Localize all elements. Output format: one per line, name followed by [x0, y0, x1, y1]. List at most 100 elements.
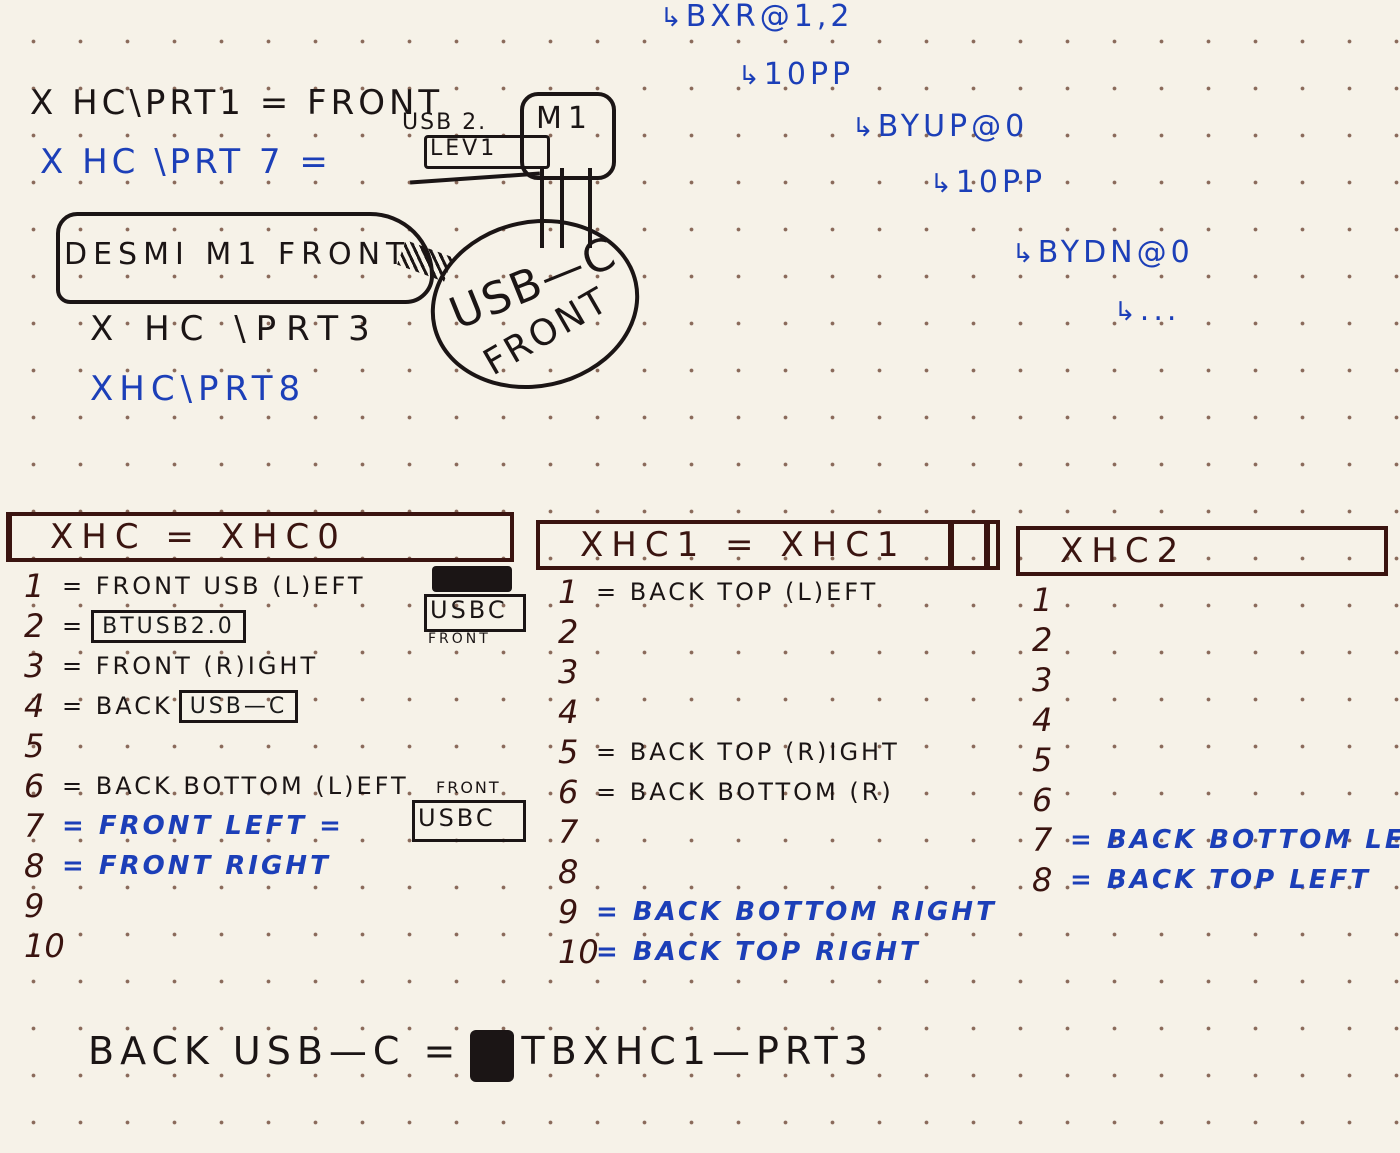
m1-arrow: [410, 171, 540, 185]
port-number: 2: [24, 607, 45, 645]
path-step: ↳BYUP@0: [852, 109, 1029, 144]
port-row: 4: [1032, 700, 1400, 740]
arrow-icon: ↳: [852, 113, 874, 143]
port-description: = BACK: [62, 692, 173, 720]
port-description: = FRONT LEFT =: [62, 811, 344, 841]
port-row: 10: [24, 926, 409, 966]
note-lev1: LEV1: [430, 136, 498, 161]
port-number: 4: [24, 687, 45, 725]
port-number: 5: [558, 733, 579, 771]
port-row: 10= BACK TOP RIGHT: [558, 932, 997, 972]
port-number: 10: [558, 933, 599, 971]
port-description: = BACK BOTTOM (R): [596, 778, 894, 806]
port-description: = FRONT RIGHT: [62, 851, 331, 881]
port-number: 7: [558, 813, 579, 851]
m1-connector-lines: [540, 168, 592, 248]
port-row: 7= FRONT LEFT =: [24, 806, 409, 846]
port-row: 1: [1032, 580, 1400, 620]
port-number: 8: [1032, 861, 1053, 899]
port-row: 2: [558, 612, 997, 652]
port-row: 6 = BACK BOTTOM (L)EFT: [24, 766, 409, 806]
note-desmi-front: DESMI M1 FRONT: [64, 237, 411, 272]
path-step: ↳10PP: [738, 57, 855, 92]
port-row: 5: [1032, 740, 1400, 780]
port-description: = FRONT USB (L)EFT: [62, 572, 366, 600]
port-number: 7: [1032, 821, 1053, 859]
port-description: = BACK TOP RIGHT: [596, 937, 921, 967]
note-usb2: USB 2.: [402, 110, 488, 135]
port-row: 3: [1032, 660, 1400, 700]
path-step: ↳10PP: [930, 165, 1047, 200]
port-description: = BACK TOP (L)EFT: [596, 578, 879, 606]
header-margin-mark: [948, 524, 954, 566]
port-row: 4: [558, 692, 997, 732]
port-number: 2: [1032, 621, 1053, 659]
port-row: 1 = BACK TOP (L)EFT: [558, 572, 997, 612]
column-header-xhc0: XHC = XHC0: [6, 512, 514, 562]
bottom-note: BACK USB—C =TBXHC1—PRT3: [88, 1032, 874, 1070]
port-number: 9: [24, 887, 45, 925]
port-row: 8 = FRONT RIGHT: [24, 846, 409, 886]
note-xhc-prt7: X HC \PRT 7 =: [40, 142, 332, 182]
port-number: 2: [558, 613, 579, 651]
lev1-box: [424, 135, 550, 169]
port-row: 2: [1032, 620, 1400, 660]
port-number: 6: [558, 773, 579, 811]
note-xhc-prt1: X HC\PRT1 = FRONT: [30, 83, 444, 123]
m1-box: [520, 92, 616, 180]
port-description: = BACK TOP LEFT: [1070, 865, 1372, 895]
port-row: 9= BACK BOTTOM RIGHT: [558, 892, 997, 932]
port-number: 8: [558, 853, 579, 891]
port-row: 7= BACK BOTTOM LEFT: [1032, 820, 1400, 860]
usbc-port7-box: [412, 800, 526, 842]
port-number: 4: [558, 693, 579, 731]
port-description: = BACK BOTTOM RIGHT: [596, 897, 997, 927]
note-xhc-prt8: XHC\PRT8: [90, 369, 307, 409]
header-margin-mark: [984, 524, 990, 566]
path-step: ↳BYDN@0: [1012, 235, 1194, 270]
arrow-icon: ↳: [1012, 239, 1034, 269]
port-description: = BACK BOTTOM (L)EFT: [62, 772, 409, 800]
bottom-note-target: TBXHC1—PRT3: [521, 1029, 874, 1073]
port-row: 2=BTUSB2.0: [24, 606, 409, 646]
port-number: 6: [1032, 781, 1053, 819]
port-tag: USB—C: [178, 689, 299, 723]
port-number: 5: [1032, 741, 1053, 779]
port-number: 5: [24, 727, 45, 765]
port-row: 1 = FRONT USB (L)EFT: [24, 566, 409, 606]
port-row: 9: [24, 886, 409, 926]
port-number: 1: [558, 573, 579, 611]
arrow-icon: ↳: [930, 169, 952, 199]
port-row: 6: [1032, 780, 1400, 820]
port-number: 3: [558, 653, 579, 691]
column-header-xhc1: XHC1 = XHC1: [536, 520, 1000, 570]
path-step: ↳BXR@1,2: [660, 0, 854, 34]
port-description: = FRONT (R)IGHT: [62, 652, 319, 680]
usbc-front-box: [424, 594, 526, 632]
usbc-side-label: USBC: [430, 596, 508, 624]
port-number: 3: [24, 647, 45, 685]
port-number: 3: [1032, 661, 1053, 699]
port-number: 6: [24, 767, 45, 805]
port-row: 3 = FRONT (R)IGHT: [24, 646, 409, 686]
path-step: ↳...: [1114, 293, 1181, 328]
front-label-port7: FRONT: [436, 778, 501, 797]
port-row: 3: [558, 652, 997, 692]
port-row: 7: [558, 812, 997, 852]
port-number: 1: [24, 567, 45, 605]
note-m1: M1: [536, 101, 593, 136]
arrow-icon: ↳: [738, 61, 760, 91]
port-row: 8: [558, 852, 997, 892]
usbc-side-sub-label: FRONT: [428, 631, 491, 647]
port-number: 8: [24, 847, 45, 885]
port-row: 8 = BACK TOP LEFT: [1032, 860, 1400, 900]
scribbled-out-text: [432, 566, 512, 592]
port-row: 5 = BACK TOP (R)IGHT: [558, 732, 997, 772]
port-description: = BACK TOP (R)IGHT: [596, 738, 900, 766]
usbc-port7-label: USBC: [418, 804, 496, 832]
arrow-icon: ↳: [660, 3, 682, 33]
